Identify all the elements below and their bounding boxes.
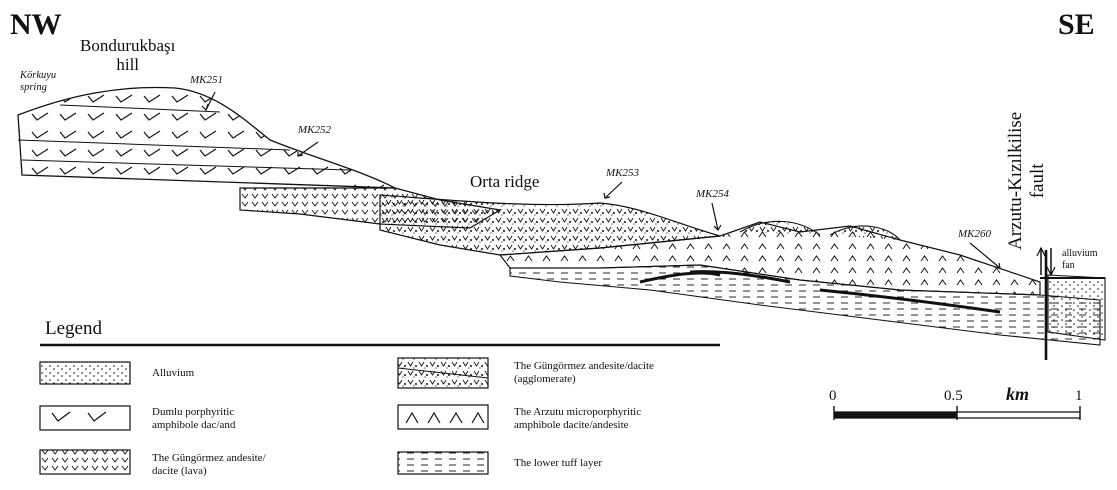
legend-label-arzutu: The Arzutu microporphyritic amphibole da… (514, 406, 641, 432)
sample-label-mk253: MK253 (606, 167, 639, 179)
hill-label: Bondurukbaşı hill (80, 36, 175, 74)
scale-tick-1: 1 (1075, 388, 1083, 405)
fault-label: Arzutu-Kızılkilise fault (1005, 112, 1049, 250)
scale-unit: km (1006, 384, 1029, 405)
sample-arrow-mk253 (605, 182, 622, 198)
spring-label: Körkuyu spring (20, 70, 56, 94)
sample-label-mk251: MK251 (190, 74, 223, 86)
legend-label-alluvium: Alluvium (152, 367, 194, 380)
alluvium-fan-label: alluvium fan (1062, 248, 1098, 272)
legend-swatch-gungormez-lava (40, 450, 130, 474)
legend-swatch-lower-tuff (398, 452, 488, 474)
ridge-label: Orta ridge (470, 172, 539, 192)
legend-label-gungormez-lava: The Güngörmez andesite/ dacite (lava) (152, 452, 266, 478)
dumlu-unit (18, 87, 395, 188)
sample-label-mk260: MK260 (958, 228, 991, 240)
sample-label-mk252: MK252 (298, 124, 331, 136)
se-label: SE (1058, 8, 1095, 42)
sample-label-mk254: MK254 (696, 188, 729, 200)
sample-arrow-mk254 (712, 203, 718, 230)
scale-tick-half: 0.5 (944, 388, 963, 405)
legend-title: Legend (45, 318, 102, 340)
scale-tick-0: 0 (829, 388, 837, 405)
legend-label-dumlu: Dumlu porphyritic amphibole dac/and (152, 406, 235, 432)
legend-swatch-arzutu (398, 405, 488, 429)
legend-label-gungormez-agglomerate: The Güngörmez andesite/dacite (agglomera… (514, 360, 654, 386)
legend-label-lower-tuff: The lower tuff layer (514, 457, 602, 470)
legend-swatch-dumlu (40, 406, 130, 430)
alluvium-fan (1048, 275, 1105, 340)
nw-label: NW (10, 8, 62, 42)
scale-bar (834, 406, 1080, 420)
legend-swatch-alluvium (40, 362, 130, 384)
